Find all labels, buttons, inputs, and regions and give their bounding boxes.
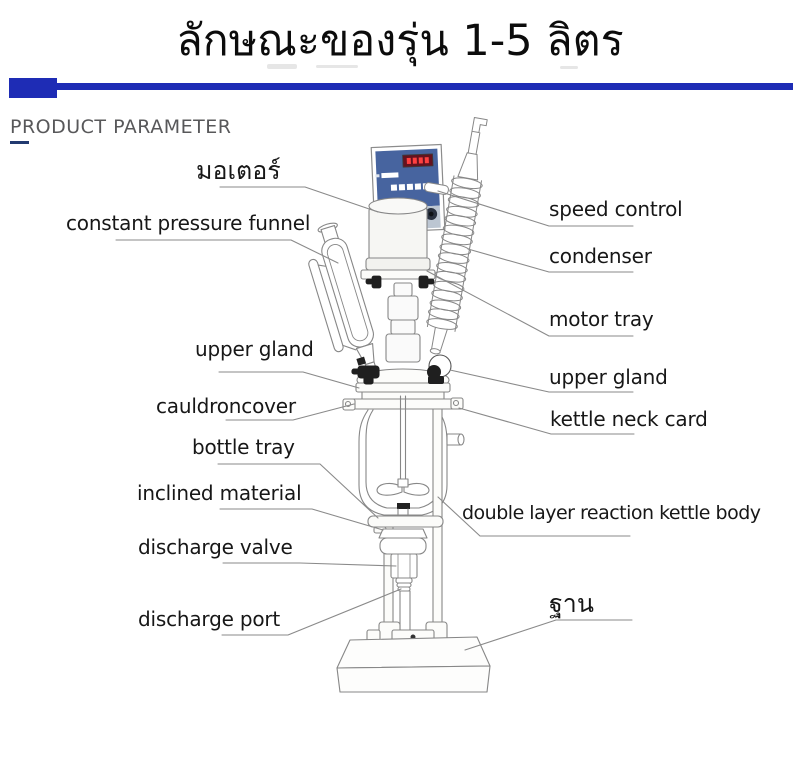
leader-inclined-material [219,508,384,531]
display-digits [406,157,429,165]
leader-base [464,619,633,651]
condenser-coil-drawing [424,117,488,355]
label-bottle-tray: bottle tray [192,435,295,459]
label-kettle-neck-card: kettle neck card [550,407,708,431]
leader-double-layer-body [437,496,631,537]
leader-motor-tray [426,270,634,337]
upper-gland-left-knob [351,365,380,385]
motor-drawing [360,197,436,289]
anchor-impeller [376,478,430,496]
leader-discharge-port [221,588,402,636]
page-title: ลักษณะของรุ่น 1-5 ลิตร [176,16,624,66]
upper-gland-right-ball [427,354,452,384]
inclined-material-block [378,528,428,539]
accent-bar [57,83,793,90]
label-upper-gland-right: upper gland [549,365,668,389]
accent-bar-block [9,78,57,98]
kettle-neck-card-drawing [342,397,464,411]
base-drawing [336,636,491,693]
label-cauldron-cover: cauldroncover [156,394,296,418]
controller-buttons [390,183,430,191]
label-upper-gland-left: upper gland [195,337,314,361]
label-motor: มอเตอร์ [196,156,281,185]
label-inclined-material: inclined material [137,481,302,505]
leader-condenser [467,248,634,273]
label-speed-control: speed control [549,197,683,221]
label-double-layer-kettle-body: double layer reaction kettle body [462,502,761,524]
discharge-port-tube [399,590,411,635]
discharge-assembly-drawing [378,528,428,635]
label-discharge-valve: discharge valve [138,535,293,559]
label-discharge-port: discharge port [138,607,281,631]
leader-upper-gland-right [449,369,634,393]
label-base: ฐาน [549,589,594,618]
leader-lines [115,186,635,651]
label-constant-pressure-funnel: constant pressure funnel [66,211,311,235]
leader-kettle-neck-card [458,407,635,435]
leader-motor [219,186,379,213]
section-heading-underline [10,141,29,144]
leader-speed-control [437,190,634,227]
print-smudges [267,64,578,69]
stirrer-coupling-drawing [385,282,421,363]
section-heading: PRODUCT PARAMETER [10,116,232,138]
leader-upper-gland-left [218,371,360,389]
kettle-cover-drawing [351,354,452,400]
leader-constant-pressure-funnel [115,239,339,264]
label-motor-tray: motor tray [549,307,654,331]
funnel-drawing [308,222,379,378]
leader-bottle-tray [217,463,379,519]
leader-discharge-valve [222,562,397,567]
label-condenser: condenser [549,244,652,268]
leader-cauldron-cover [225,403,355,421]
tray-bolts [365,275,435,289]
kettle-body-drawing [358,395,465,518]
